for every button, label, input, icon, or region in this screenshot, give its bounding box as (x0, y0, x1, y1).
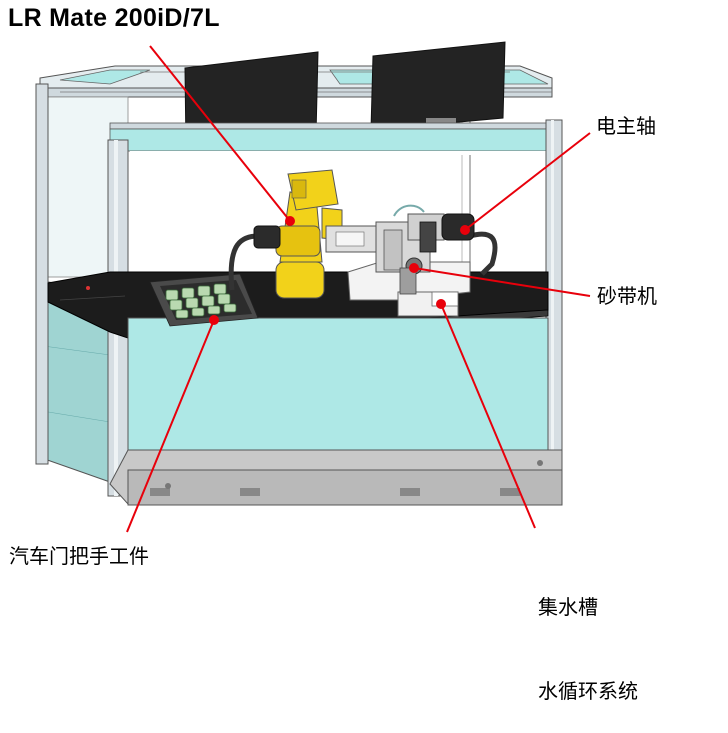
water-tank-label: 集水槽 (538, 595, 598, 619)
front-top-band (109, 128, 556, 152)
spindle-label: 电主轴 (596, 114, 656, 138)
leader-water (440, 303, 536, 529)
robot-cell-diagram: LR Mate 200iD/7L 电主轴 砂带机 汽车门把手工件 集水槽 水循环… (8, 4, 657, 703)
belt-sander-label: 砂带机 (597, 284, 657, 308)
cell-illustration (35, 41, 591, 533)
base-plate (109, 449, 563, 506)
leader-spindle (464, 132, 591, 231)
leader-sander (413, 267, 591, 297)
robot-arm-icon (228, 169, 377, 299)
monitor-right (370, 41, 506, 131)
upper-crossbeam (109, 122, 556, 130)
workpiece-label: 汽车门把手工件 (9, 544, 149, 568)
leader-sander-dot (409, 263, 419, 273)
leader-workpiece (126, 319, 215, 533)
spindle-motor-icon (393, 204, 498, 276)
leader-spindle-dot (460, 225, 470, 235)
front-lower-panel (127, 317, 549, 451)
robot-model-label: LR Mate 200iD/7L (8, 4, 220, 32)
leader-robot-dot (285, 216, 295, 226)
water-system-label: 集水槽 水循环系统 (538, 537, 638, 733)
leader-workpiece-dot (209, 315, 219, 325)
leader-robot (149, 45, 291, 222)
leader-water-dot (436, 299, 446, 309)
leader-lines (126, 45, 591, 533)
door-handle-fixture-icon (149, 273, 259, 327)
water-circulation-label: 水循环系统 (538, 679, 638, 703)
